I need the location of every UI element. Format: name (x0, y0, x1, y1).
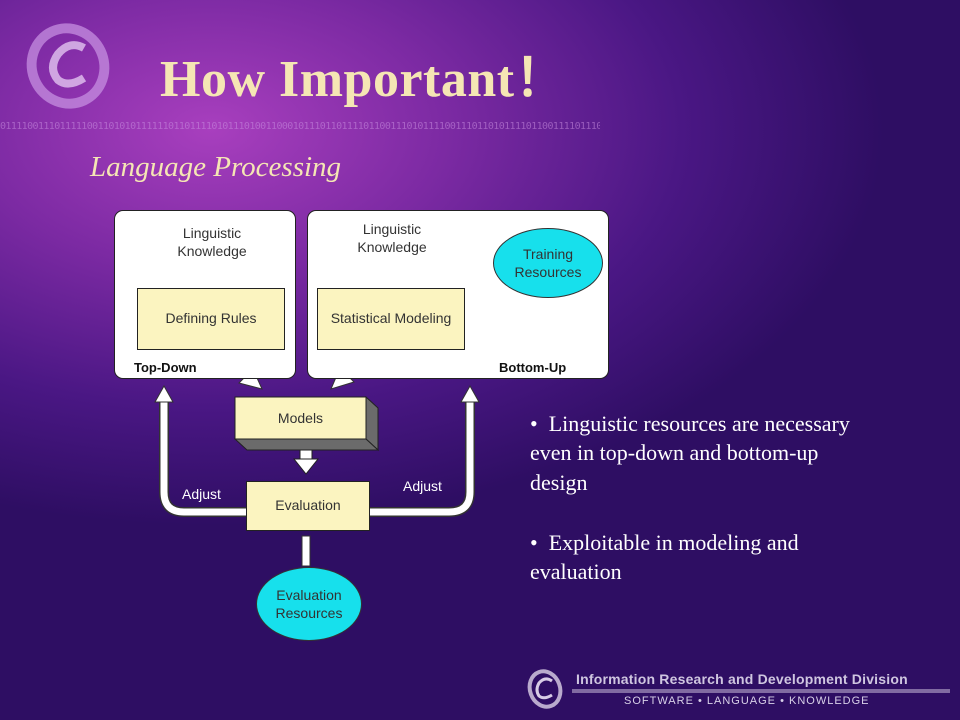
evaluation-resources-ellipse: Evaluation Resources (256, 567, 362, 641)
adjust-left-label: Adjust (182, 486, 221, 502)
top-down-knowledge-label: Linguistic Knowledge (177, 225, 247, 260)
division-logo-icon (527, 669, 563, 709)
bullet-text: Linguistic resources are necessary even … (530, 411, 850, 495)
adjust-right-label: Adjust (403, 478, 442, 494)
models-box-shape (234, 396, 380, 452)
adjust-right-loop (368, 384, 480, 517)
bottom-up-knowledge-label: Linguistic Knowledge (357, 221, 427, 256)
resources-to-evaluation-connector (301, 535, 311, 567)
division-name: Information Research and Development Div… (576, 671, 908, 687)
defining-rules-box: Defining Rules (137, 288, 285, 350)
logo-icon (26, 23, 110, 109)
adjust-left-loop (154, 384, 246, 517)
top-down-label: Top-Down (134, 360, 197, 375)
bullet-item: • Linguistic resources are necessary eve… (530, 411, 850, 495)
bullet-text: Exploitable in modeling and evaluation (530, 530, 799, 585)
training-resources-ellipse: Training Resources (493, 228, 603, 298)
evaluation-box: Evaluation (246, 481, 370, 531)
slide-title: How Important！ (160, 51, 568, 108)
division-tagline: SOFTWARE • LANGUAGE • KNOWLEDGE (624, 695, 870, 707)
bottom-up-label: Bottom-Up (499, 360, 567, 375)
binary-decoration: 0111100111011111001101010111111011011110… (0, 121, 600, 132)
slide-subtitle: Language Processing (90, 151, 342, 183)
models-label: Models (277, 410, 324, 426)
bullet-item: • Exploitable in modeling and evaluation (530, 530, 799, 585)
footer-divider (572, 689, 950, 693)
statistical-modeling-box: Statistical Modeling (317, 288, 465, 350)
